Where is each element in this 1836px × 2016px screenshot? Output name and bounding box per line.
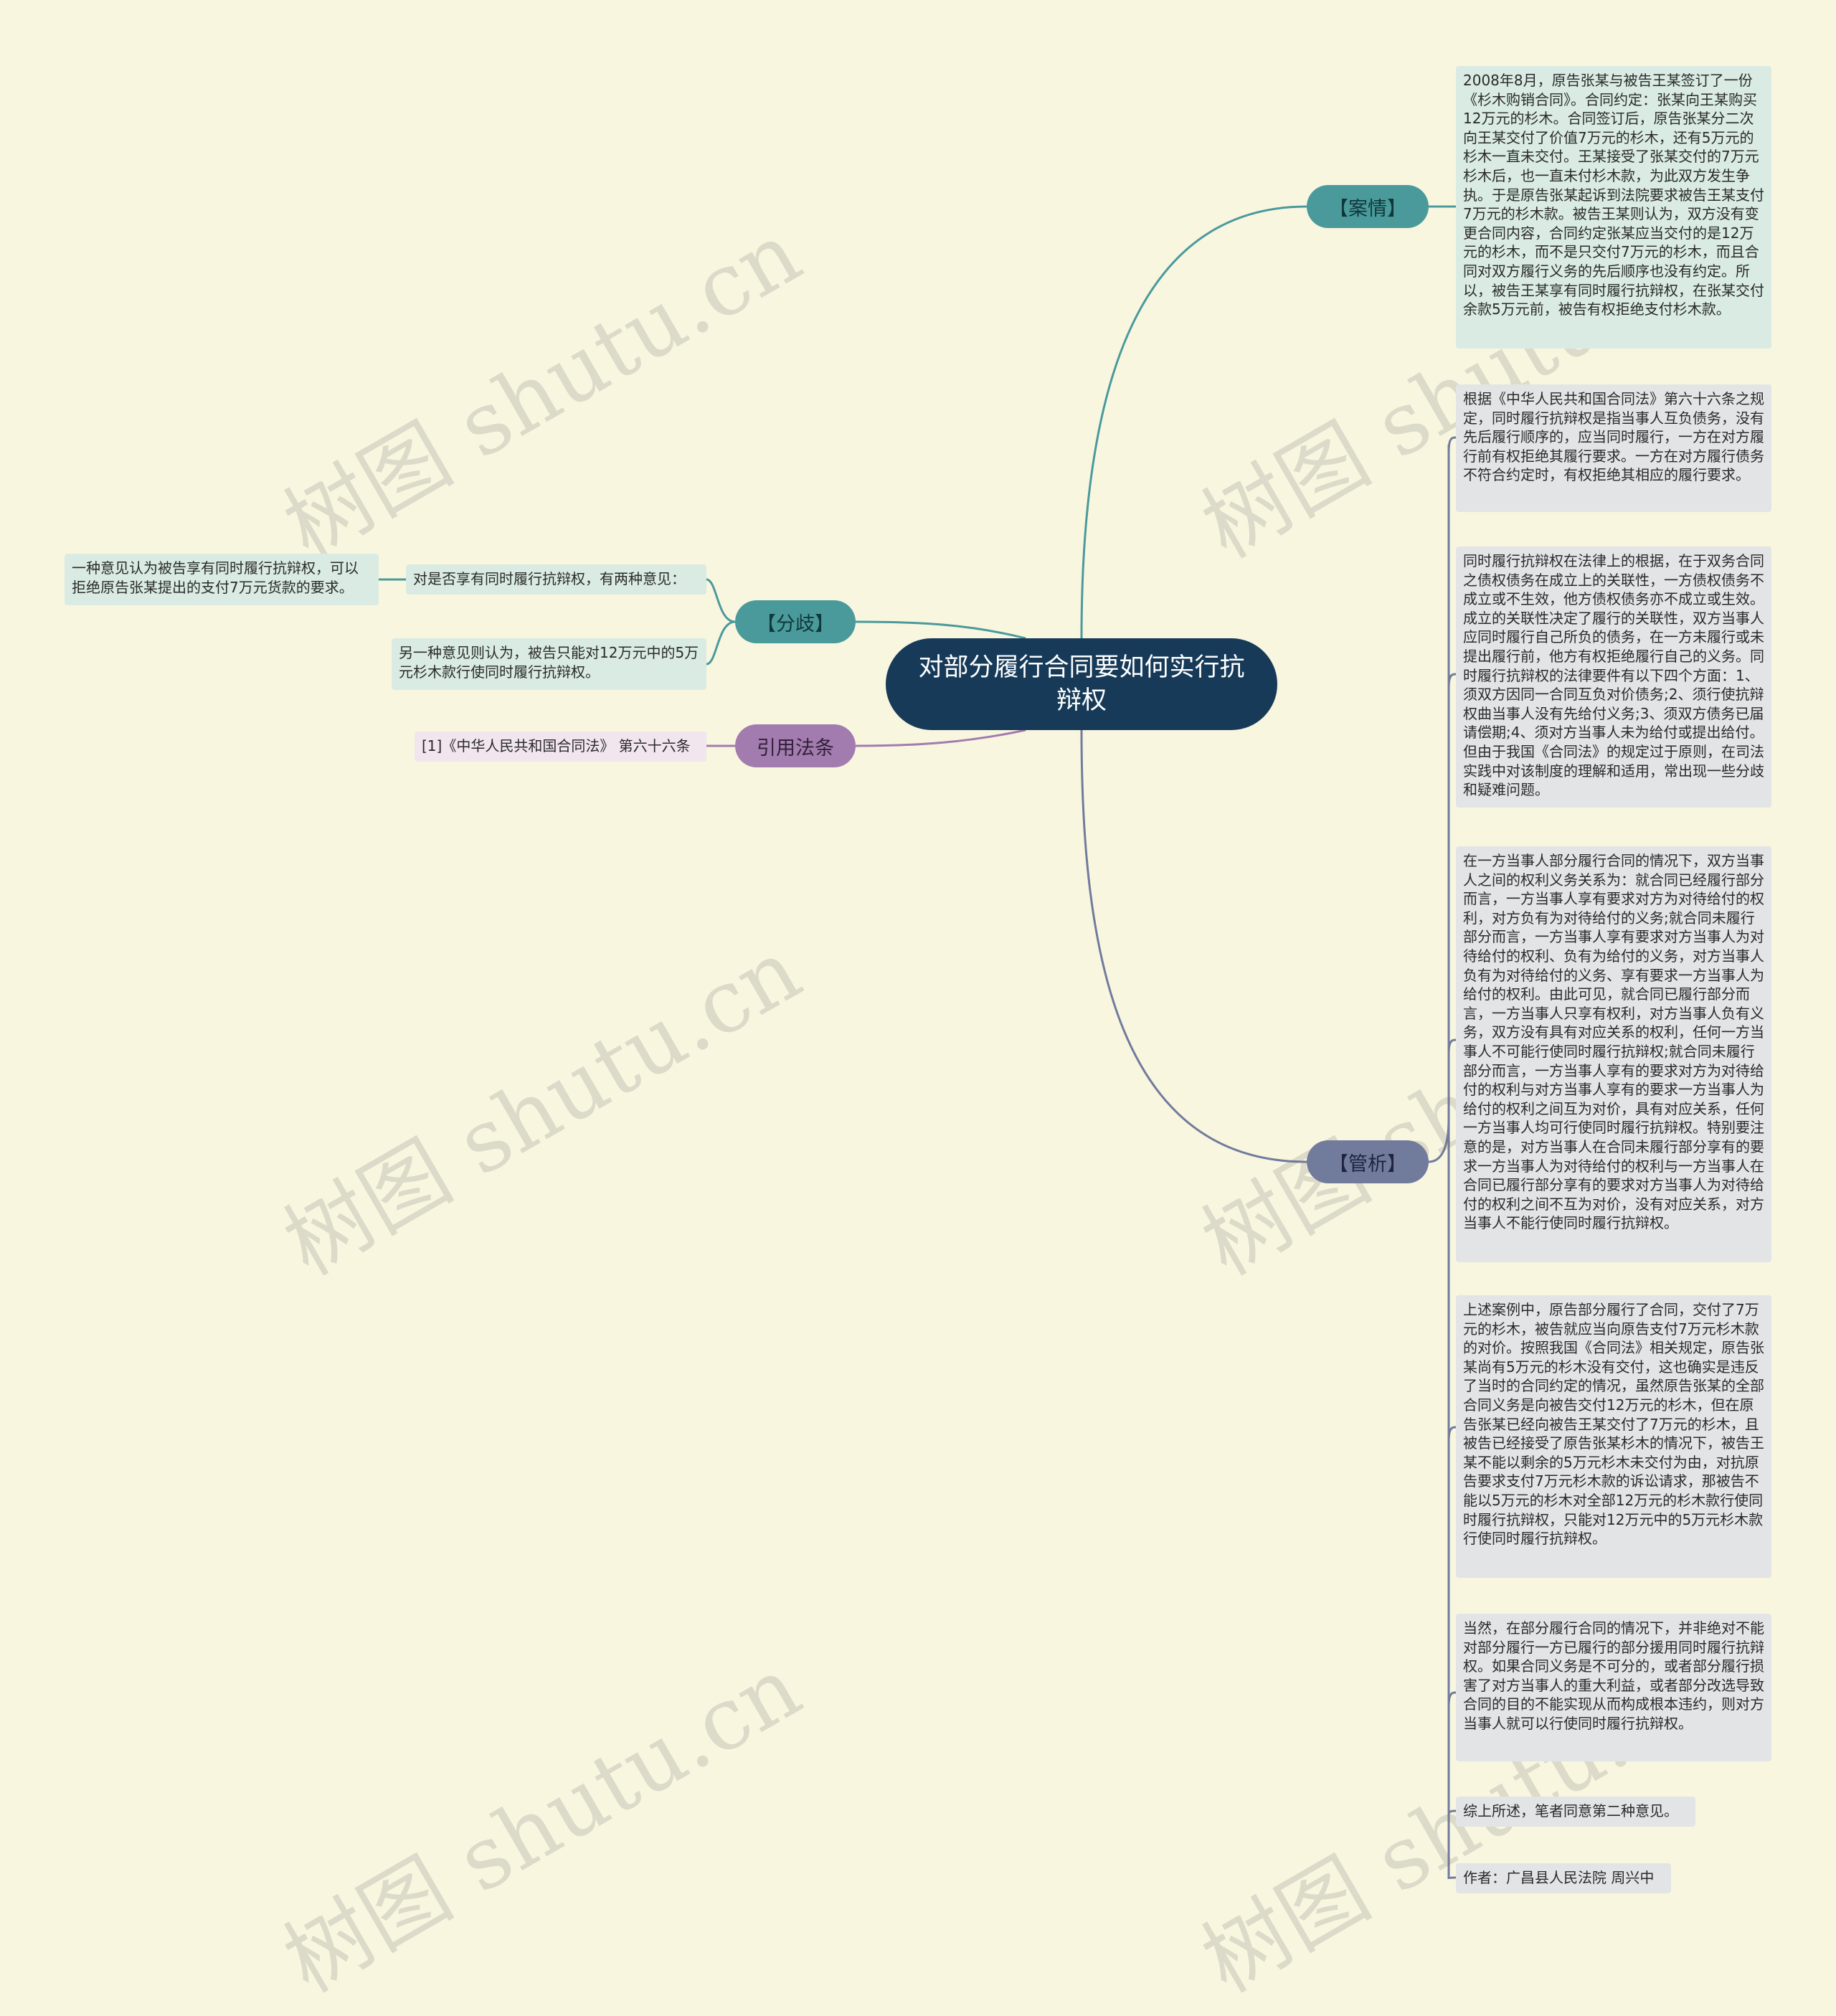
- connector-lines: [379, 205, 1457, 1880]
- case-text[interactable]: 2008年8月，原告张某与被告王某签订了一份《杉木购销合同》。合同约定：张某向王…: [1456, 66, 1771, 349]
- analysis-item[interactable]: 综上所述，笔者同意第二种意见。: [1456, 1797, 1695, 1827]
- connector-case: [1080, 205, 1307, 639]
- analysis-item[interactable]: 同时履行抗辩权在法律上的根据，在于双务合同之债权债务在成立上的关联性，一方债权债…: [1456, 546, 1771, 808]
- analysis-item[interactable]: 当然，在部分履行合同的情况下，并非绝对不能对部分履行一方已履行的部分援用同时履行…: [1456, 1614, 1771, 1761]
- analysis-item[interactable]: 根据《中华人民共和国合同法》第六十六条之规定，同时履行抗辩权是指当事人互负债务，…: [1456, 384, 1771, 512]
- connector-divergence: [855, 620, 1026, 640]
- connector-div-q: [706, 578, 736, 623]
- connector-div-o2: [706, 620, 736, 666]
- branch-law[interactable]: 引用法条: [735, 724, 856, 767]
- branch-case[interactable]: 【案情】: [1307, 185, 1429, 228]
- divergence-opinion-1[interactable]: 一种意见认为被告享有同时履行抗辩权，可以拒绝原告张某提出的支付7万元货款的要求。: [65, 554, 379, 605]
- branch-divergence[interactable]: 【分歧】: [735, 600, 856, 643]
- connector-law: [855, 729, 1026, 747]
- divergence-opinion-2[interactable]: 另一种意见则认为，被告只能对12万元中的5万元杉木款行使同时履行抗辩权。: [392, 638, 706, 690]
- analysis-item[interactable]: 在一方当事人部分履行合同的情况下，双方当事人之间的权利义务关系为：就合同已经履行…: [1456, 846, 1771, 1262]
- connector-ana-spine: [1428, 1118, 1450, 1163]
- analysis-item[interactable]: 上述案例中，原告部分履行了合同，交付了7万元的杉木，被告就应当向原告支付7万元杉…: [1456, 1295, 1771, 1578]
- divergence-question[interactable]: 对是否享有同时履行抗辩权，有两种意见：: [406, 564, 706, 595]
- branch-analysis[interactable]: 【管析】: [1307, 1140, 1429, 1183]
- connector-analysis: [1080, 729, 1307, 1163]
- analysis-item[interactable]: 作者：广昌县人民法院 周兴中: [1456, 1863, 1671, 1893]
- law-reference[interactable]: [1]《中华人民共和国合同法》 第六十六条: [415, 732, 706, 762]
- central-topic[interactable]: 对部分履行合同要如何实行抗辩权: [886, 638, 1277, 730]
